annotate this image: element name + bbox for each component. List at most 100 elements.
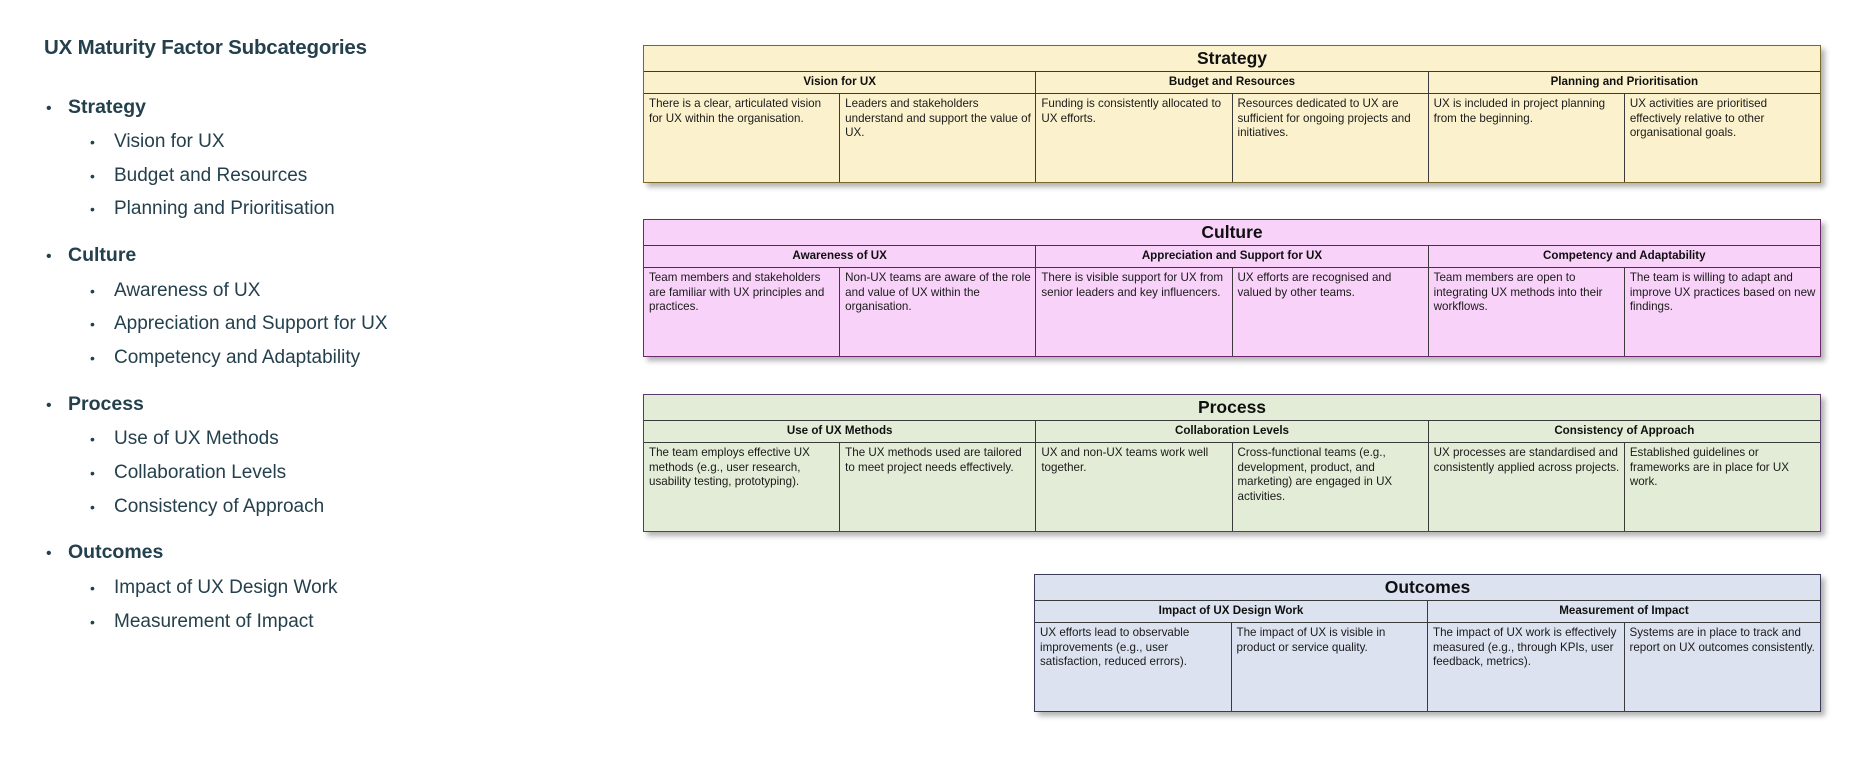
bullet-icon: •: [90, 282, 95, 299]
subcategory-cell-group: The impact of UX work is effectively mea…: [1428, 623, 1820, 711]
subcategory-header: Budget and Resources: [1036, 72, 1429, 93]
outline-group-label: Outcomes: [68, 541, 164, 564]
outline-group-outcomes: • Outcomes • Impact of UX Design Work • Measu…: [44, 540, 514, 633]
subcategory-header: Appreciation and Support for UX: [1036, 246, 1429, 267]
statement-cell: UX processes are standardised and consis…: [1428, 443, 1625, 531]
statement-row: UX efforts lead to observable improvemen…: [1035, 623, 1820, 711]
subcategory-cell-group: Funding is consistently allocated to UX …: [1036, 94, 1429, 182]
statement-cell: Non-UX teams are aware of the role and v…: [840, 268, 1036, 356]
outline-subcategory-item[interactable]: • Vision for UX: [90, 130, 514, 154]
outline-subcategory-item[interactable]: •Awareness of UX: [90, 279, 514, 303]
outline-subcategory-item[interactable]: • Use of UX Methods: [90, 427, 514, 451]
subcategory-cell-group: UX and non-UX teams work well together.C…: [1036, 443, 1429, 531]
outline-subcategory-label: Collaboration Levels: [114, 461, 287, 483]
subcategory-cell-group: UX processes are standardised and consis…: [1428, 443, 1820, 531]
bullet-icon: •: [90, 431, 95, 448]
subcategory-cell-group: UX efforts lead to observable improvemen…: [1035, 623, 1428, 711]
bullet-icon: •: [46, 545, 52, 563]
subcategory-cell-group: Team members and stakeholders are famili…: [644, 268, 1037, 356]
outline-group-culture: •Culture•Awareness of UX•Appreciation an…: [44, 243, 514, 370]
outline-subcategory-label: Appreciation and Support for UX: [114, 313, 388, 335]
statement-cell: UX activities are prioritised effectivel…: [1624, 94, 1820, 182]
bullet-icon: •: [90, 350, 95, 367]
outline-subcategory-item[interactable]: •Consistency of Approach: [90, 495, 514, 519]
outline-subcategory-label: Budget and Resources: [114, 164, 308, 186]
statement-cell: The team is willing to adapt and improve…: [1624, 268, 1820, 356]
outline-subcategory-label: Impact of UX Design Work: [114, 576, 338, 598]
statement-cell: There is visible support for UX from sen…: [1036, 268, 1233, 356]
subcategory-header: Planning and Prioritisation: [1550, 75, 1699, 88]
bullet-icon: •: [90, 133, 95, 150]
bullet-icon: •: [46, 248, 52, 266]
outline-subcategory-item[interactable]: • Measurement of Impact: [90, 610, 514, 634]
outline-group-row[interactable]: • Strategy: [44, 95, 514, 119]
subcategory-header-row: Impact of UX Design Work Measurement of I…: [1035, 601, 1820, 623]
statement-cell: UX is included in project planning from …: [1428, 94, 1625, 182]
statement-cell: The team employs effective UX methods (e…: [644, 443, 841, 531]
subcategory-cell-group: There is a clear, articulated vision for…: [644, 94, 1037, 182]
statement-cell: Leaders and stakeholders understand and …: [840, 94, 1036, 182]
outline-subcategory-item[interactable]: • Appreciation and Support for UX: [90, 312, 514, 336]
bullet-icon: •: [90, 613, 95, 630]
statement-cell: Resources dedicated to UX are sufficient…: [1232, 94, 1428, 182]
outline-subcategory-item[interactable]: • Impact of UX Design Work: [90, 576, 514, 600]
bullet-icon: •: [90, 201, 95, 218]
factor-table-title: Process: [644, 395, 1820, 421]
bullet-icon: •: [90, 498, 95, 515]
outline-subcategory-label: Vision for UX: [114, 130, 225, 152]
statement-cell: The impact of UX work is effectively mea…: [1428, 623, 1625, 711]
statement-row: Team members and stakeholders are famili…: [644, 268, 1820, 356]
outline-subcategory-label: Planning and Prioritisation: [114, 198, 335, 220]
subcategory-header: Competency and Adaptability: [1543, 249, 1706, 262]
outline-group-label: Process: [68, 392, 144, 415]
statement-cell: UX efforts are recognised and valued by …: [1232, 268, 1428, 356]
bullet-icon: •: [46, 396, 52, 414]
bullet-icon: •: [46, 99, 52, 117]
statement-row: The team employs effective UX methods (e…: [644, 443, 1820, 531]
subcategory-header: Vision for UX: [644, 72, 1037, 93]
outline-group-row[interactable]: •Culture: [44, 243, 514, 267]
outline-subcategory-label: Measurement of Impact: [114, 610, 314, 632]
factor-table-title: Outcomes: [1035, 575, 1820, 601]
statement-cell: Established guidelines or frameworks are…: [1624, 443, 1820, 531]
outline-subcategory-item[interactable]: •Budget and Resources: [90, 164, 514, 188]
subcategory-header: Measurement of Impact: [1559, 604, 1689, 617]
statement-cell: The impact of UX is visible in product o…: [1231, 623, 1427, 711]
outline-subcategory-item[interactable]: • Collaboration Levels: [90, 461, 514, 485]
statement-cell: UX and non-UX teams work well together.: [1036, 443, 1233, 531]
statement-cell: Team members are open to integrating UX …: [1428, 268, 1625, 356]
outline-group-row[interactable]: • Outcomes: [44, 540, 514, 564]
outline-group-label: Strategy: [68, 95, 147, 118]
outline-subcategory-label: Use of UX Methods: [114, 428, 279, 450]
subcategory-header: Consistency of Approach: [1554, 424, 1695, 437]
outline-group-row[interactable]: • Process: [44, 392, 514, 416]
bullet-icon: •: [90, 464, 95, 481]
statement-cell: Systems are in place to track and report…: [1624, 623, 1820, 711]
statement-row: There is a clear, articulated vision for…: [644, 94, 1820, 182]
bullet-icon: •: [90, 316, 95, 333]
factor-table-title: Strategy: [644, 46, 1820, 72]
statement-cell: Funding is consistently allocated to UX …: [1036, 94, 1233, 182]
outline-group-process: • Process • Use of UX Methods • Collaboration…: [44, 392, 514, 519]
outline-subcategory-item[interactable]: • Planning and Prioritisation: [90, 197, 514, 221]
outline-panel: UX Maturity Factor Subcategories •Strate…: [44, 36, 514, 655]
subcategory-header: Impact of UX Design Work: [1035, 601, 1428, 622]
subcategory-cell-group: There is visible support for UX from sen…: [1036, 268, 1429, 356]
statement-cell: There is a clear, articulated vision for…: [644, 94, 841, 182]
statement-cell: UX efforts lead to observable improvemen…: [1035, 623, 1232, 711]
statement-cell: Team members and stakeholders are famili…: [644, 268, 841, 356]
outline-subcategory-label: Competency and Adaptability: [114, 347, 361, 369]
bullet-icon: •: [90, 579, 95, 596]
subcategory-cell-group: UX is included in project planning from …: [1428, 94, 1820, 182]
outline-subcategory-item[interactable]: • Competency and Adaptability: [90, 346, 514, 370]
subcategory-cell-group: Team members are open to integrating UX …: [1428, 268, 1820, 356]
statement-cell: The UX methods used are tailored to meet…: [840, 443, 1036, 531]
statement-cell: Cross-functional teams (e.g., developmen…: [1232, 443, 1428, 531]
